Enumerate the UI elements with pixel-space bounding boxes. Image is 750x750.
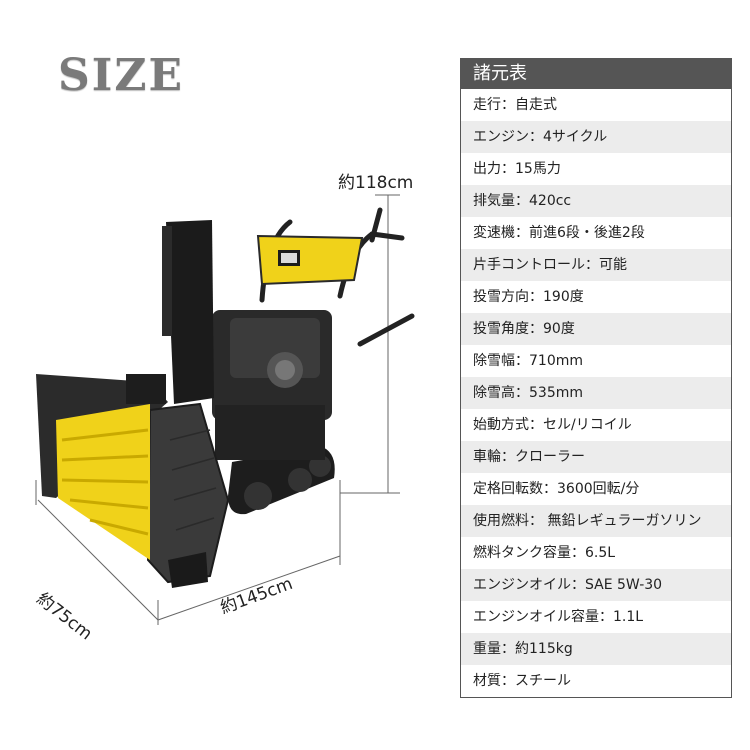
crawler-track	[228, 446, 335, 515]
spec-row: 投雪角度：90度	[461, 313, 731, 345]
dimension-lines	[35, 194, 400, 625]
spec-row: 片手コントロール：可能	[461, 249, 731, 281]
spec-table-body: 走行：自走式 エンジン：4サイクル 出力：15馬力 排気量：420cc 変速機：…	[461, 89, 731, 697]
dimension-height-label: 約118cm	[338, 173, 414, 193]
spec-row: 投雪方向：190度	[461, 281, 731, 313]
spec-row: 除雪高：535mm	[461, 377, 731, 409]
size-title: SIZE	[58, 50, 185, 101]
spec-row: 燃料タンク容量：6.5L	[461, 537, 731, 569]
spec-table: 諸元表 走行：自走式 エンジン：4サイクル 出力：15馬力 排気量：420cc …	[460, 58, 732, 698]
spec-row: 変速機：前進6段・後進2段	[461, 217, 731, 249]
spec-table-header: 諸元表	[461, 59, 731, 89]
spec-row: 走行：自走式	[461, 89, 731, 121]
spec-row: エンジンオイル容量：1.1L	[461, 601, 731, 633]
spec-row: エンジン：4サイクル	[461, 121, 731, 153]
spec-row: 出力：15馬力	[461, 153, 731, 185]
discharge-chute	[162, 220, 214, 404]
spec-row: 始動方式：セル/リコイル	[461, 409, 731, 441]
auger-housing	[36, 374, 230, 588]
spec-row: 重量：約115kg	[461, 633, 731, 665]
spec-row: 除雪幅：710mm	[461, 345, 731, 377]
spec-row: 車輪：クローラー	[461, 441, 731, 473]
spec-row: 使用燃料： 無鉛レギュラーガソリン	[461, 505, 731, 537]
spec-row: 定格回転数：3600回転/分	[461, 473, 731, 505]
spec-row: エンジンオイル：SAE 5W-30	[461, 569, 731, 601]
engine-body	[212, 310, 332, 460]
control-panel	[256, 234, 364, 286]
spec-row: 材質：スチール	[461, 665, 731, 697]
spec-row: 排気量：420cc	[461, 185, 731, 217]
